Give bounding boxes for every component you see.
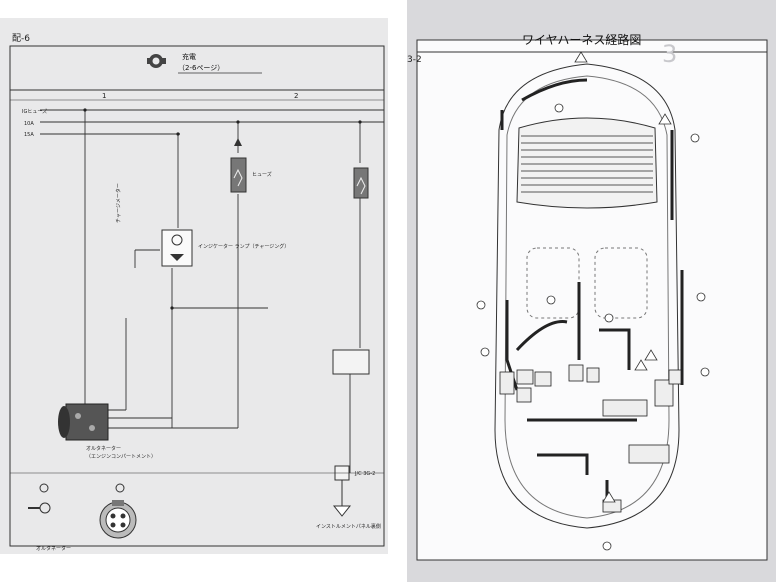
section-ref: （2-6ページ） [178,64,224,72]
page-title: ワイヤハーネス経路図 [522,32,641,47]
book-gutter [388,0,407,582]
page-number: 3-2 [407,55,422,65]
relay-box [332,349,370,375]
harness-layout-page: ワイヤハーネス経路図 3-2 3 [407,0,776,582]
fuse-box-1 [230,138,247,193]
column-2: 2 [294,92,298,100]
harness-routes [500,78,684,510]
fuse-label: ヒューズ [252,171,272,178]
charging-circuit-diagram: 配-6 充電 （2-6ページ） 1 2 IGヒューズ 10A 15A [9,33,385,552]
row-label-15a: 15A [24,132,34,138]
bus-wires [40,109,384,473]
ground-caption: インストルメントパネル裏側 [316,523,381,530]
charge-meter [161,229,193,267]
car-body [494,63,680,529]
alternator [58,403,109,441]
diagram-frame [9,45,385,547]
column-1: 1 [102,92,106,100]
connector-icon [115,483,125,493]
alt-label: オルタネーター [86,445,121,452]
ground-symbol [332,480,352,517]
section-title: 充電 [182,52,196,61]
connector-label: J/C 3G-2 [354,471,375,477]
meter-label: チャージメーター [115,183,122,223]
wiring-diagram-page: 配-6 充電 （2-6ページ） 1 2 IGヒューズ 10A 15A [0,18,388,554]
alt-sub: （エンジンコンパートメント） [86,454,156,460]
watermark: 3 [662,40,677,68]
pilot-label: インジケーター ランプ（チャージング） [198,243,289,250]
bottom-caption: オルタネーター [36,545,71,552]
callout-markers [476,103,710,551]
charging-icon [147,54,166,68]
ground-markers [574,51,672,503]
connector-blocks [499,364,682,513]
connector-key-icon [28,483,51,514]
row-label-ig: IGヒューズ [22,108,47,115]
row-label-10a: 10A [24,121,34,127]
connector-face-icon [99,500,137,539]
wire-harness-routing-diagram: ワイヤハーネス経路図 3-2 3 [407,32,768,561]
junction-dots [83,108,362,310]
rear-window-defroster [516,117,658,209]
page-number: 配-6 [12,33,30,44]
fuse-box-2 [353,167,369,199]
